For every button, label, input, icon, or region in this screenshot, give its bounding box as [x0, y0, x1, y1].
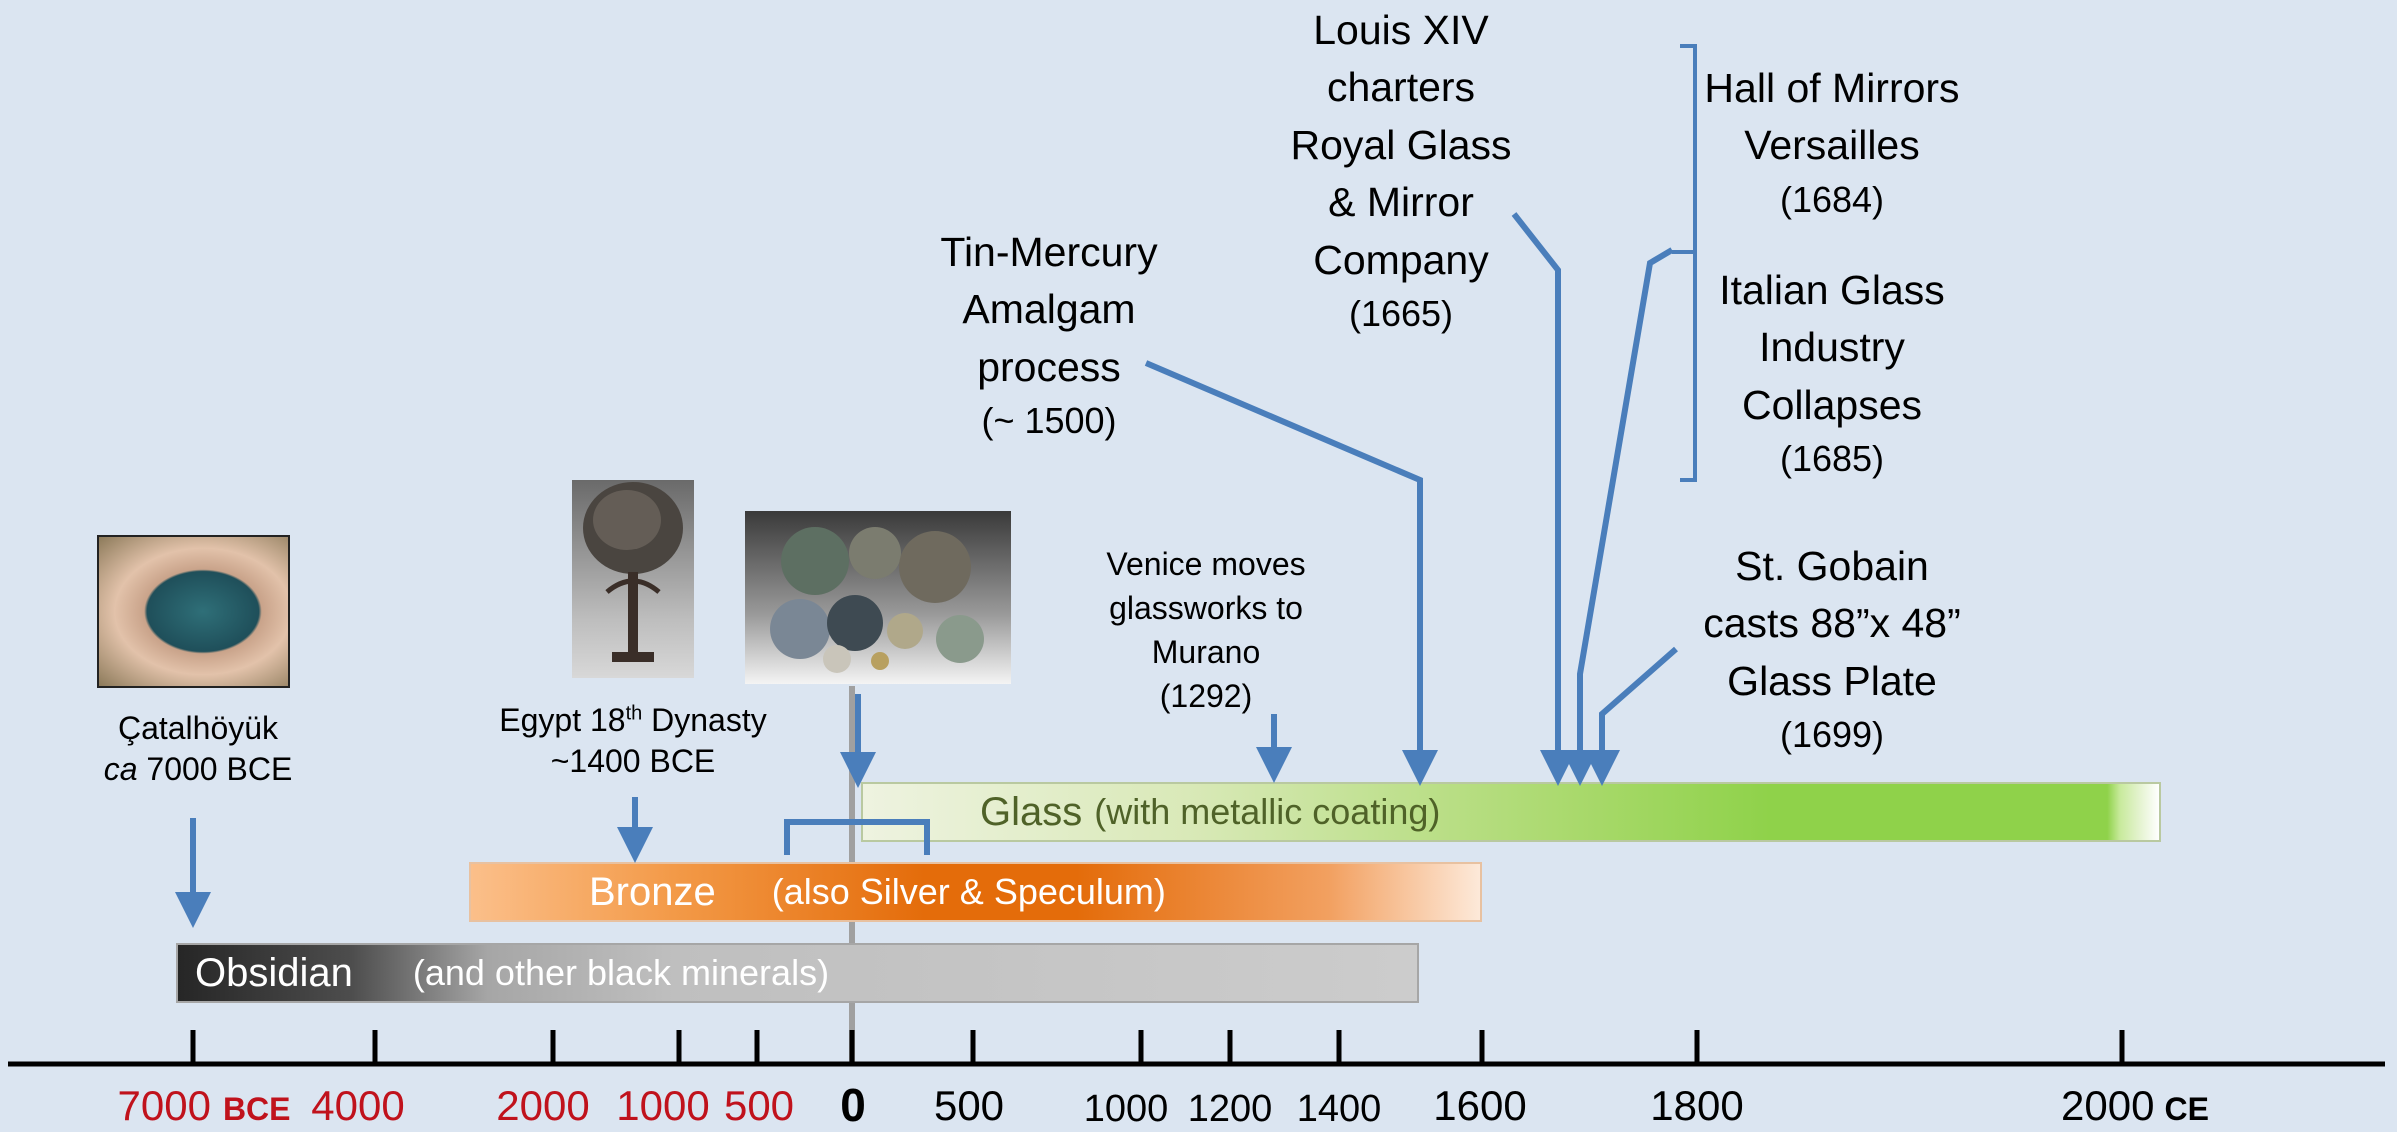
venice-annotation: Venice moves glassworks to Murano (1292): [1106, 542, 1305, 719]
venice-line: glassworks to: [1106, 586, 1305, 630]
tin-mercury-year: (~ 1500): [940, 396, 1157, 446]
hall-annotation: Hall of Mirrors Versailles (1684): [1704, 60, 1959, 225]
label-4000: 4000: [311, 1082, 404, 1130]
label-1600: 1600: [1433, 1082, 1526, 1130]
hall-italian-bracket: [1672, 46, 1695, 480]
gobain-annotation: St. Gobain casts 88”x 48” Glass Plate (1…: [1703, 538, 1961, 761]
label-500-ce: 500: [934, 1082, 1004, 1130]
catalhoyuk-name: Çatalhöyük: [104, 708, 293, 749]
louis-line: Royal Glass: [1290, 117, 1511, 174]
louis-line: Louis XIV: [1290, 2, 1511, 59]
egypt-annotation: Egypt 18th Dynasty ~1400 BCE: [499, 700, 766, 782]
hall-line: Hall of Mirrors: [1704, 60, 1959, 117]
italian-annotation: Italian Glass Industry Collapses (1685): [1719, 262, 1945, 485]
louis-line: charters: [1290, 59, 1511, 116]
roman-bracket: [787, 822, 927, 855]
tin-mercury-line: process: [940, 339, 1157, 396]
label-zero: 0: [840, 1078, 866, 1132]
egypt-text-rest: Dynasty: [642, 702, 766, 738]
venice-line: Murano: [1106, 630, 1305, 674]
label-1000: 1000: [616, 1082, 709, 1130]
louis-line: & Mirror: [1290, 174, 1511, 231]
bce-suffix: BCE: [223, 1091, 291, 1127]
egypt-dynasty: Egypt 18th Dynasty: [499, 700, 766, 741]
louis-annotation: Louis XIV charters Royal Glass & Mirror …: [1290, 2, 1511, 339]
tick-value: 2000: [2061, 1082, 2154, 1129]
label-1200: 1200: [1188, 1088, 1273, 1131]
italian-year: (1685): [1719, 434, 1945, 484]
label-2000: 2000: [496, 1082, 589, 1130]
label-500-bce: 500: [724, 1082, 794, 1130]
gobain-year: (1699): [1703, 710, 1961, 760]
louis-year: (1665): [1290, 289, 1511, 339]
egypt-date: ~1400 BCE: [499, 741, 766, 782]
venice-line: Venice moves: [1106, 542, 1305, 586]
catalhoyuk-year: 7000 BCE: [138, 751, 293, 787]
catalhoyuk-annotation: Çatalhöyük ca 7000 BCE: [104, 708, 293, 790]
ce-suffix: CE: [2164, 1091, 2208, 1127]
italian-line: Italian Glass: [1719, 262, 1945, 319]
tin-mercury-annotation: Tin-Mercury Amalgam process (~ 1500): [940, 224, 1157, 447]
tick-value: 7000: [118, 1082, 211, 1129]
louis-line: Company: [1290, 232, 1511, 289]
louis-arrow: [1514, 214, 1558, 768]
tin-mercury-line: Tin-Mercury: [940, 224, 1157, 281]
venice-year: (1292): [1106, 674, 1305, 718]
gobain-arrow: [1602, 649, 1676, 768]
circa-label: ca: [104, 751, 138, 787]
egypt-text: Egypt 18: [499, 702, 625, 738]
hall-year: (1684): [1704, 175, 1959, 225]
gobain-line: St. Gobain: [1703, 538, 1961, 595]
label-7000-bce: 7000 BCE: [118, 1082, 291, 1130]
catalhoyuk-date: ca 7000 BCE: [104, 749, 293, 790]
label-1800: 1800: [1650, 1082, 1743, 1130]
italian-line: Collapses: [1719, 377, 1945, 434]
label-1400: 1400: [1297, 1088, 1382, 1131]
hall-line: Versailles: [1704, 117, 1959, 174]
gobain-line: Glass Plate: [1703, 653, 1961, 710]
label-1000-ce: 1000: [1084, 1088, 1169, 1131]
gobain-line: casts 88”x 48”: [1703, 595, 1961, 652]
tin-mercury-line: Amalgam: [940, 281, 1157, 338]
egypt-sup: th: [626, 702, 643, 724]
italian-line: Industry: [1719, 319, 1945, 376]
label-2000-ce: 2000 CE: [2061, 1082, 2209, 1130]
